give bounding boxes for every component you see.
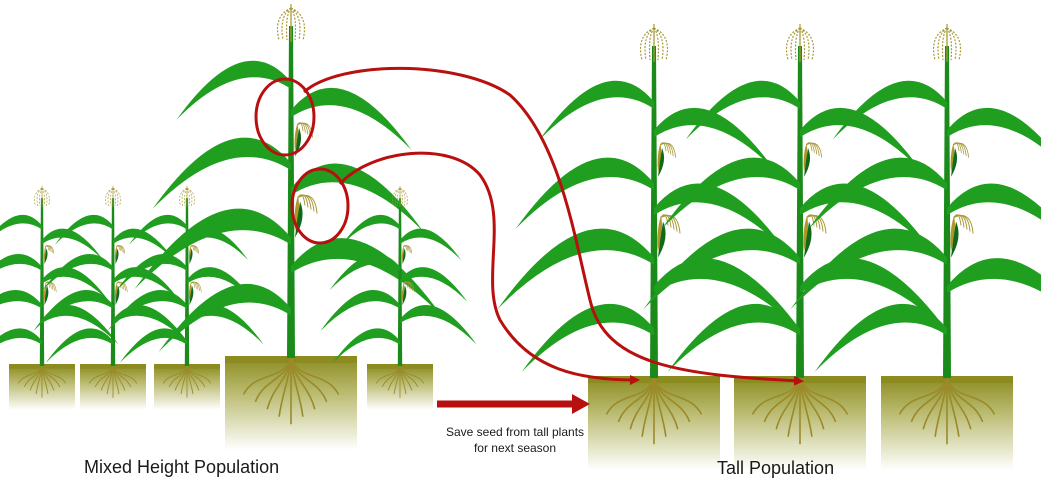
ear-icon: [950, 215, 973, 258]
ear-icon: [804, 143, 822, 177]
ear-icon: [189, 282, 201, 305]
tassel-icon: [934, 24, 961, 62]
tall-population-label: Tall Population: [717, 458, 834, 479]
straight-arrow-head: [572, 394, 590, 414]
ear-icon: [402, 245, 412, 264]
tassel-icon: [278, 4, 305, 42]
ear-icon: [115, 245, 125, 264]
tassel-icon: [180, 186, 195, 207]
tassel-icon: [35, 186, 50, 207]
save-seed-label: Save seed from tall plants for next seas…: [425, 424, 605, 456]
mixed-population-label: Mixed Height Population: [84, 457, 279, 478]
ear-icon: [658, 143, 676, 177]
leaves: [0, 215, 118, 363]
ear-icon: [44, 245, 54, 264]
tassel-icon: [787, 24, 814, 62]
tassel-icon: [106, 186, 121, 207]
ear-icon: [951, 143, 969, 177]
ear-icon: [189, 245, 199, 264]
ear-icon: [44, 282, 56, 305]
tassel-icon: [641, 24, 668, 62]
save-seed-label-line1: Save seed from tall plants: [425, 424, 605, 440]
save-seed-label-line2: for next season: [425, 440, 605, 456]
